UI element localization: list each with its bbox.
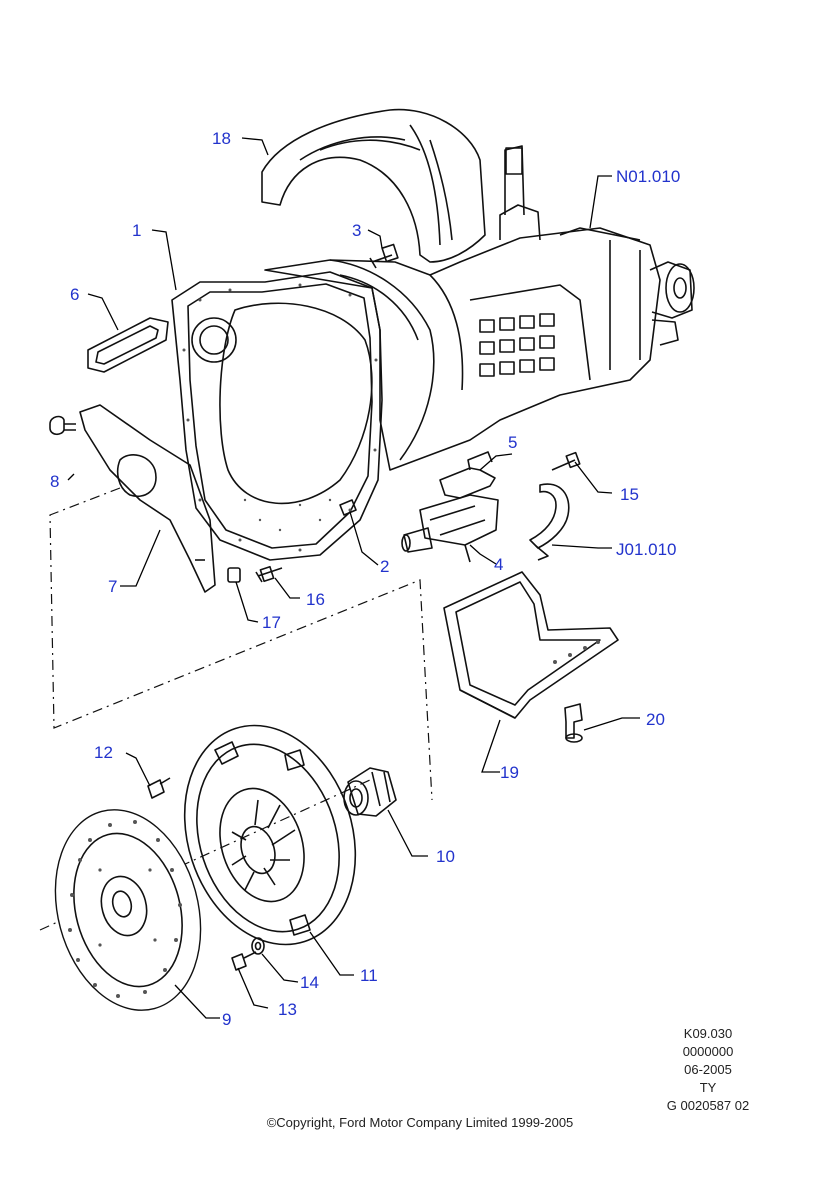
part-2-dowel xyxy=(339,499,357,516)
callout-7: 7 xyxy=(108,577,117,596)
part-6-cover-plate xyxy=(87,317,169,373)
reference-block: K09.030 0000000 06-2005 TY G 0020587 02 xyxy=(648,1025,768,1115)
part-5-guide xyxy=(439,451,496,499)
part-15-bolt xyxy=(551,451,581,471)
gearbox-case xyxy=(264,145,695,471)
reference-code: K09.030 xyxy=(683,1026,733,1041)
copyright-notice: ©Copyright, Ford Motor Company Limited 1… xyxy=(266,1115,574,1130)
callout-12: 12 xyxy=(94,743,113,762)
callout-5: 5 xyxy=(508,433,517,452)
reference-tag: TY xyxy=(699,1080,717,1095)
part-13-bolt xyxy=(231,951,257,971)
callout-18: 18 xyxy=(212,129,231,148)
callout-8: 8 xyxy=(50,472,59,491)
callout-15: 15 xyxy=(620,485,639,504)
part-3-bolt xyxy=(369,243,399,269)
part-19-shield xyxy=(443,571,619,719)
part-11-pressure-plate xyxy=(183,724,357,946)
part-7-release-fork xyxy=(79,404,216,593)
callout-9: 9 xyxy=(222,1010,231,1029)
callout-3: 3 xyxy=(352,221,361,240)
reference-number: 0000000 xyxy=(682,1044,734,1059)
callout-2: 2 xyxy=(380,557,389,576)
part-4-slave-cylinder xyxy=(401,494,499,563)
part-8-pivot-bolt xyxy=(49,415,76,436)
part-16-bolt xyxy=(255,565,283,583)
part-9-clutch-disc xyxy=(54,809,202,1011)
callout-13: 13 xyxy=(278,1000,297,1019)
callout-4: 4 xyxy=(494,555,503,574)
callout-6: 6 xyxy=(70,285,79,304)
part-18-cover xyxy=(261,108,486,263)
callout-labels: 18 1 3 N01.010 6 8 5 15 J01.010 2 4 7 16… xyxy=(50,129,680,1029)
leader-lines xyxy=(67,137,640,1019)
callout-j01-010: J01.010 xyxy=(616,540,677,559)
callout-1: 1 xyxy=(132,221,141,240)
part-14-washer xyxy=(251,937,265,955)
callout-19: 19 xyxy=(500,763,519,782)
part-20-clip xyxy=(564,703,583,743)
callout-16: 16 xyxy=(306,590,325,609)
part-1-bellhousing-gasket xyxy=(171,271,383,561)
callout-11: 11 xyxy=(360,966,378,985)
reference-id: G 0020587 02 xyxy=(666,1098,750,1113)
part-10-release-bearing xyxy=(343,767,397,817)
part-12-bolt xyxy=(147,777,171,799)
callout-20: 20 xyxy=(646,710,665,729)
callout-n01-010: N01.010 xyxy=(616,167,680,186)
part-17-dowel xyxy=(227,567,241,583)
assembly-line-left xyxy=(49,487,433,801)
callout-17: 17 xyxy=(262,613,281,632)
callout-10: 10 xyxy=(436,847,455,866)
callout-14: 14 xyxy=(300,973,319,992)
bracket-j01 xyxy=(529,483,570,561)
reference-date: 06-2005 xyxy=(684,1062,732,1077)
